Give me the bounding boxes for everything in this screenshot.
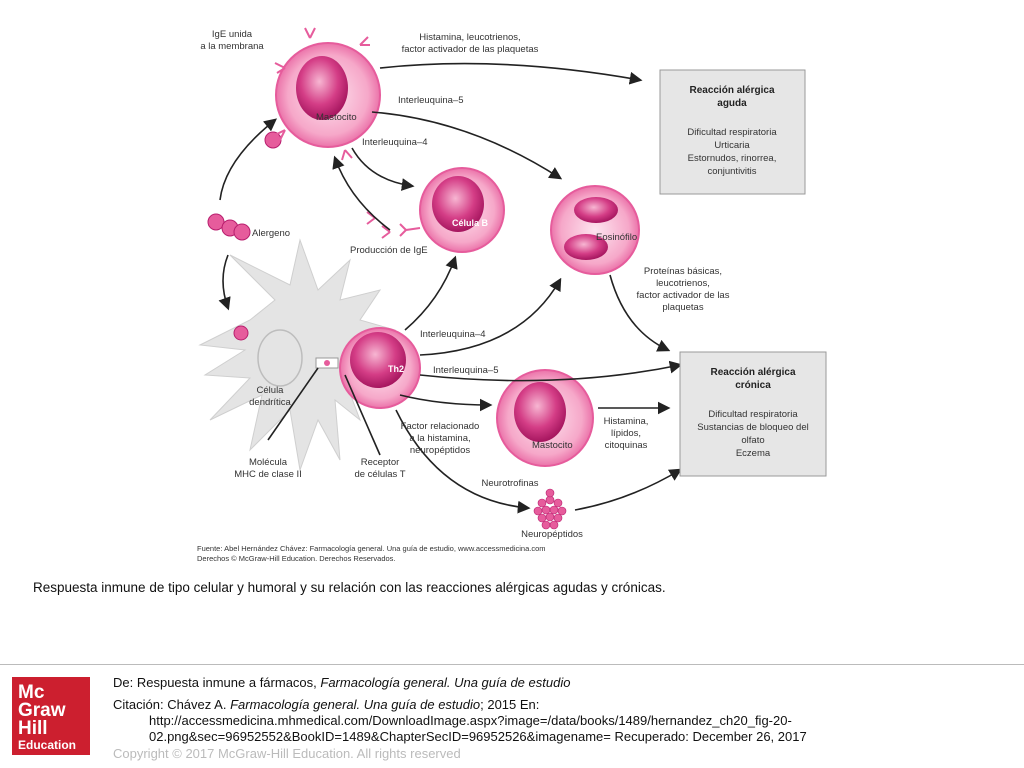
label-il4-mid: Interleuquina–4 (420, 329, 486, 340)
label-factor: a la histamina, (409, 433, 470, 444)
b-cell (366, 167, 505, 253)
source-line-1: Fuente: Abel Hernández Chávez: Farmacolo… (197, 544, 546, 553)
arrows (218, 62, 683, 514)
label-histamina-bottom: citoquinas (605, 440, 648, 451)
label-th2: Th2 (388, 364, 404, 374)
label-il5-mid: Interleuquina–5 (433, 365, 499, 376)
label-proteinas: Proteínas básicas, (644, 266, 722, 277)
acute-item: Estornudos, rinorrea, (688, 153, 777, 164)
chronic-reaction-box: Reacción alérgica crónica Dificultad res… (679, 351, 827, 477)
acute-title-2: aguda (717, 98, 747, 109)
acute-item: conjuntivitis (707, 166, 756, 177)
label-factor: neuropéptidos (410, 445, 470, 456)
citation-url[interactable]: http://accessmedicina.mhmedical.com/Down… (149, 713, 807, 744)
label-proteinas: factor activador de las (637, 290, 730, 301)
footer-divider (0, 664, 1024, 665)
copyright-notice: Copyright © 2017 McGraw-Hill Education. … (113, 746, 461, 761)
label-molecula: MHC de clase II (234, 469, 302, 480)
label-receptor: de células T (354, 469, 405, 480)
eosinophil-cell (550, 185, 640, 275)
label-il4-top: Interleuquina–4 (362, 137, 428, 148)
mast-cell-bottom (496, 369, 594, 467)
diagram-labels: IgE unida a la membrana Histamina, leuco… (200, 29, 729, 540)
immune-response-diagram: Reacción alérgica aguda Dificultad respi… (197, 27, 827, 563)
label-neuropeptidos: Neuropéptidos (521, 529, 583, 540)
mast-cell-top (274, 27, 381, 161)
label-proteinas: plaquetas (662, 302, 703, 313)
acute-item: Urticaria (714, 140, 750, 151)
label-proteinas: leucotrienos, (656, 278, 710, 289)
neuropeptides-cluster (533, 488, 567, 530)
chronic-item: Eczema (736, 448, 771, 459)
label-celula-b: Célula B (452, 218, 489, 228)
acute-item: Dificultad respiratoria (687, 127, 777, 138)
chronic-item: Dificultad respiratoria (708, 409, 798, 420)
label-ige-membrane: IgE unida (212, 29, 253, 40)
acute-title-1: Reacción alérgica (689, 85, 774, 96)
label-produccion-ige: Producción de IgE (350, 245, 428, 256)
label-histamine-top: Histamina, leucotrienos, (419, 32, 520, 43)
label-celula-dendritica: dendrítica (249, 397, 291, 408)
chronic-title-2: crónica (735, 380, 771, 391)
label-receptor: Receptor (361, 457, 400, 468)
mcgraw-hill-logo: Mc Graw Hill Education (12, 677, 90, 755)
label-eosinofilo: Eosinófilo (596, 232, 637, 243)
chronic-title-1: Reacción alérgica (710, 367, 795, 378)
label-histamine-top: factor activador de las plaquetas (402, 44, 539, 55)
label-il5-top: Interleuquina–5 (398, 95, 464, 106)
label-neurotrofinas: Neurotrofinas (481, 478, 538, 489)
chronic-item: olfato (741, 435, 764, 446)
figure-caption: Respuesta inmune de tipo celular y humor… (33, 580, 666, 595)
label-molecula: Molécula (249, 457, 288, 468)
label-mastocito-bottom: Mastocito (532, 440, 573, 451)
source-line-2: Derechos © McGraw-Hill Education. Derech… (197, 554, 396, 563)
th2-cell (315, 327, 421, 409)
label-histamina-bottom: lípidos, (611, 428, 641, 439)
acute-reaction-box: Reacción alérgica aguda Dificultad respi… (659, 69, 806, 195)
footer-citation: Citación: Chávez A. Farmacología general… (113, 697, 873, 745)
label-mastocito-top: Mastocito (316, 112, 357, 123)
label-histamina-bottom: Histamina, (604, 416, 649, 427)
label-alergeno: Alergeno (252, 228, 290, 239)
label-factor: Factor relacionado (401, 421, 480, 432)
label-ige-membrane: a la membrana (200, 41, 264, 52)
footer-de-line: De: Respuesta inmune a fármacos, Farmaco… (113, 675, 571, 690)
label-celula-dendritica: Célula (257, 385, 285, 396)
dendritic-cell (198, 238, 396, 472)
chronic-item: Sustancias de bloqueo del (697, 422, 808, 433)
